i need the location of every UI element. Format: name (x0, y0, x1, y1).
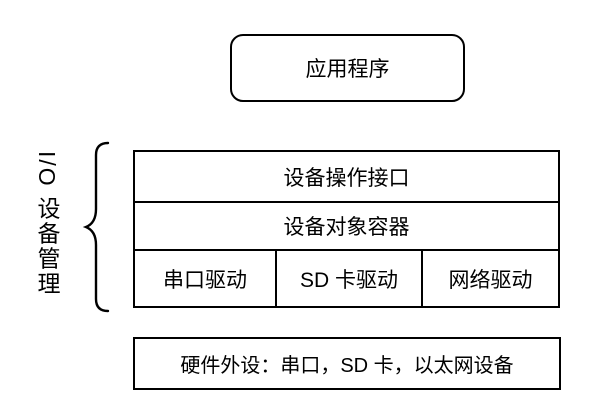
application-box-label: 应用程序 (305, 58, 390, 81)
driver-sdcard-label: SD 卡驱动 (299, 268, 398, 292)
driver-cell-sdcard: SD 卡驱动 (275, 251, 423, 306)
device-interface-row: 设备操作接口 (135, 152, 558, 203)
driver-serial-label: 串口驱动 (163, 268, 247, 292)
device-container-row: 设备对象容器 (135, 203, 558, 251)
driver-network-label: 网络驱动 (448, 268, 533, 292)
io-device-management-group-label: I/O 设备管理 (34, 151, 60, 297)
application-box: 应用程序 (230, 34, 465, 102)
curly-brace-icon (82, 141, 110, 313)
device-management-stack: 设备操作接口 设备对象容器 串口驱动 SD 卡驱动 网络驱动 (133, 150, 560, 308)
device-interface-label: 设备操作接口 (283, 166, 410, 190)
drivers-row: 串口驱动 SD 卡驱动 网络驱动 (135, 251, 558, 306)
hardware-peripherals-label: 硬件外设：串口，SD 卡，以太网设备 (180, 355, 514, 377)
hardware-peripherals-box: 硬件外设：串口，SD 卡，以太网设备 (133, 337, 561, 390)
driver-cell-serial: 串口驱动 (135, 251, 275, 306)
device-container-label: 设备对象容器 (283, 216, 410, 239)
driver-cell-network: 网络驱动 (423, 251, 558, 306)
